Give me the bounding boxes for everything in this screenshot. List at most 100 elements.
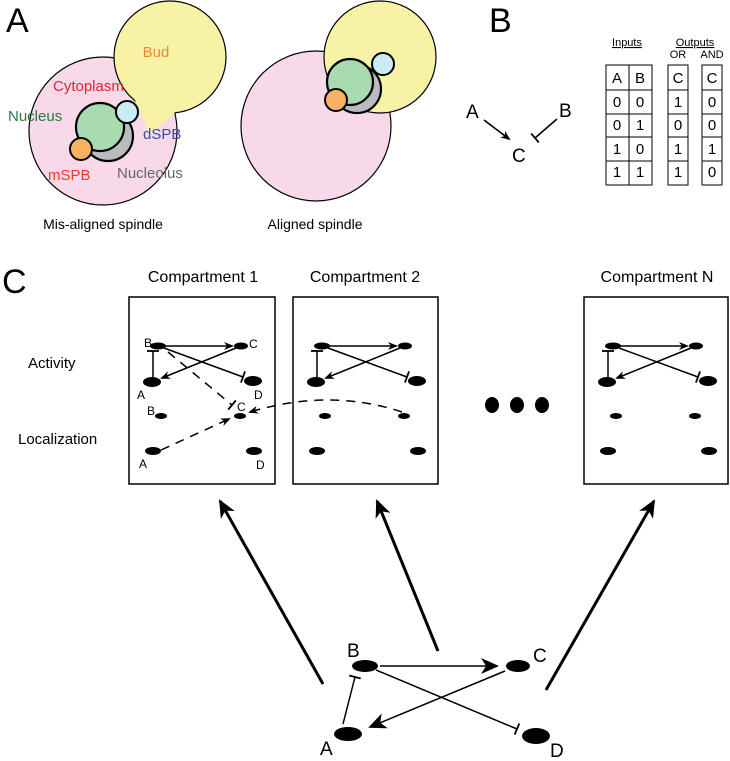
cell: 1 [674,94,682,111]
cell: 1 [674,164,682,181]
localization-node-c [689,413,701,419]
node-d [522,728,550,744]
c1-label-d: D [254,388,263,402]
bud-label: Bud [143,44,170,61]
table-cells: A B C C 0 0 1 0 0 1 0 0 1 0 1 1 1 1 1 0 [612,70,718,181]
cell: 0 [708,117,716,134]
activity-node-d [699,376,717,386]
node-a [334,727,362,741]
and-label: AND [700,49,723,61]
localization-node-a [600,447,616,455]
mspb [69,137,93,161]
c1-dashed-activation [160,418,231,451]
mapping-arrow-compartment-2 [375,499,440,652]
inputs-header: Inputs [612,37,642,49]
aligned-cell: Aligned spindle [240,0,437,232]
panel-label-b: B [489,2,512,40]
mspb-label: mSPB [48,167,91,184]
edge-b-inhibits-d [618,347,701,383]
aligned-caption: Aligned spindle [268,216,363,232]
cell: 1 [636,164,644,181]
row-label-localization: Localization [18,431,97,448]
edge-b-inhibits-d [163,347,246,383]
activity-node-b [314,342,330,350]
compartment-box [128,296,276,485]
c1-label-a: A [137,388,145,402]
compartment-2 [292,296,439,485]
compartment-box [292,296,439,485]
cell: 0 [613,94,621,111]
nucleus [74,101,126,153]
cell: 0 [636,94,644,111]
compartments [128,296,729,485]
cell: 1 [613,141,621,158]
table-border [701,64,723,186]
compartment-n-title: Compartment N [601,269,714,286]
node-b [352,660,378,672]
base-label-c: C [533,646,547,667]
cell: 0 [674,117,682,134]
mspb [324,88,348,112]
compartment-1 [128,296,276,485]
activity-node-c [234,342,248,350]
edge-b-inhibits-d [375,669,521,735]
cell: 1 [636,117,644,134]
inter-compartment-transport-arrow [248,399,403,414]
edge-c-activates-a [160,347,237,379]
base-network: B C A D [320,641,564,761]
ellipsis-dot [535,397,549,413]
c1-label-c: C [249,337,258,351]
compartment-box [583,296,729,485]
localization-node-c [398,413,410,419]
activity-node-b [150,342,166,350]
activity-node-a [307,377,325,387]
cell: 0 [613,117,621,134]
nucleolus-label: Nucleolus [117,165,183,182]
edge-c-activates-a [324,347,401,379]
panel-a: A Bud Cytoplasm Nucleus dSPB mSPB Nucleo… [6,0,437,232]
activity-node-c [398,342,412,350]
panel-label-c: C [2,263,27,301]
misaligned-caption: Mis-aligned spindle [43,216,163,232]
localization-node-d [701,447,717,455]
cytoplasm-label: Cytoplasm [53,78,124,95]
inhibition-edge [530,118,558,144]
panel-c: C Activity Localization Compartment 1 Co… [2,263,729,761]
base-label-a: A [320,739,333,760]
table-border [667,64,689,186]
c1-dashed-inhibition [167,351,237,411]
cell: 0 [708,94,716,111]
edge-c-activates-a [368,670,506,729]
activation-arrow [483,119,511,141]
cell: 1 [674,141,682,158]
activity-node-a [143,377,161,387]
panel-b: B A B C Inputs Outputs OR AND A B C C 0 … [466,2,724,186]
table-grid [605,64,723,186]
localization-node-c [234,413,246,419]
activity-node-b [605,342,621,350]
node-a-label: A [466,102,479,123]
or-label: OR [670,49,687,61]
compartment-1-title: Compartment 1 [148,269,258,286]
c1-label-b: B [144,336,152,350]
localization-node-d [246,447,262,455]
mapping-arrow-compartment-1 [218,499,325,685]
localization-node-a [145,447,161,455]
c1-label-loc-d: D [256,458,265,472]
neck-fill [120,65,175,135]
dspb [115,100,139,124]
c1-label-loc-b: B [147,404,155,418]
mapping-arrow-compartment-n [544,499,656,691]
dspb-label: dSPB [143,126,181,143]
compartment-2-title: Compartment 2 [310,269,420,286]
ellipsis [485,397,549,413]
cell: 1 [708,141,716,158]
c1-label-loc-a: A [139,457,147,471]
base-label-b: B [347,641,360,662]
localization-node-b [155,413,167,419]
activity-node-c [689,342,703,350]
outputs-header: Outputs [676,37,715,49]
edge-c-activates-a [615,347,692,379]
cell: 0 [708,164,716,181]
